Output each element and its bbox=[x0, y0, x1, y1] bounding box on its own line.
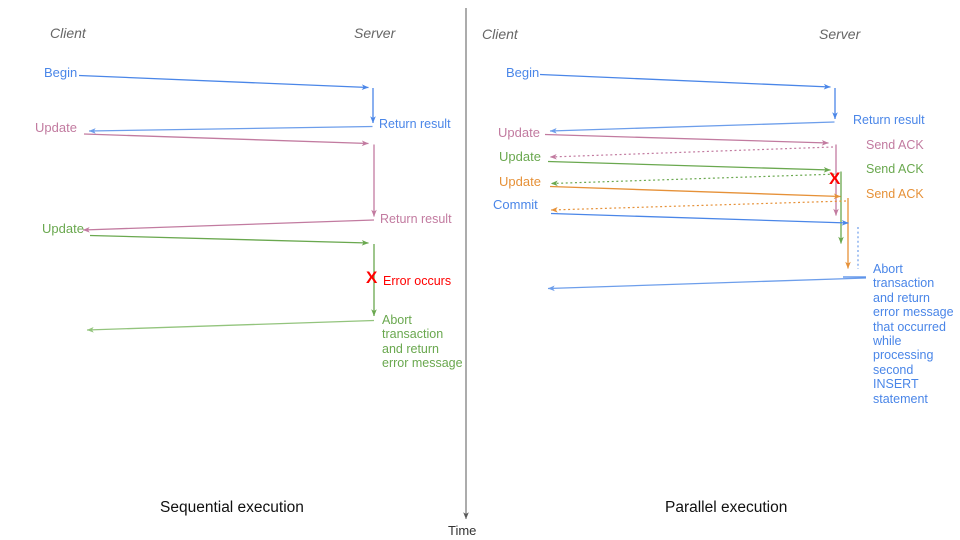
par-begin-request-line bbox=[539, 73, 831, 90]
seq-update-1-request-line bbox=[83, 133, 369, 147]
par-abort-return-line bbox=[547, 277, 867, 292]
par-ack-2-line bbox=[550, 173, 840, 187]
seq-return-result-1-line bbox=[88, 125, 373, 134]
seq-title: Sequential execution bbox=[160, 499, 304, 516]
par-error-x-icon: X bbox=[829, 169, 841, 188]
par-update-3-request-line bbox=[549, 185, 841, 200]
par-ack-1-line bbox=[549, 146, 834, 160]
par-send-ack-2-label: Send ACK bbox=[866, 162, 924, 176]
par-title: Parallel execution bbox=[665, 499, 788, 516]
seq-return-result-2-label: Return result bbox=[380, 212, 452, 226]
seq-return-result-2-line bbox=[82, 219, 375, 233]
seq-begin-label: Begin bbox=[44, 65, 78, 80]
par-abort-message: Abort transaction and return error messa… bbox=[873, 262, 954, 406]
seq-client-header: Client bbox=[50, 25, 86, 41]
par-update-2-label: Update bbox=[499, 149, 541, 164]
seq-update-1-label: Update bbox=[35, 120, 77, 135]
sequential-diagram-lines bbox=[78, 74, 377, 333]
par-return-result-line bbox=[549, 121, 835, 134]
par-begin-label: Begin bbox=[506, 65, 540, 80]
par-send-ack-1-label: Send ACK bbox=[866, 138, 924, 152]
seq-server-header: Server bbox=[354, 25, 396, 41]
par-update-2-request-line bbox=[547, 160, 831, 173]
par-commit-request-line bbox=[550, 212, 849, 226]
seq-update-2-label: Update bbox=[42, 221, 84, 236]
seq-update-2-request-line bbox=[89, 234, 369, 246]
par-send-ack-3-label: Send ACK bbox=[866, 187, 924, 201]
seq-error-occurs-label: Error occurs bbox=[383, 274, 452, 288]
seq-abort-message: Abort transaction and return error messa… bbox=[382, 313, 463, 371]
seq-begin-request-line bbox=[78, 74, 369, 91]
par-return-result-label: Return result bbox=[853, 113, 925, 127]
par-client-header: Client bbox=[482, 26, 518, 42]
seq-abort-return-line bbox=[86, 319, 375, 333]
par-update-1-request-line bbox=[544, 133, 829, 146]
par-update-3-label: Update bbox=[499, 174, 541, 189]
seq-return-result-1-label: Return result bbox=[379, 117, 451, 131]
par-commit-label: Commit bbox=[493, 197, 538, 212]
parallel-diagram-lines bbox=[539, 73, 867, 292]
time-axis-label: Time bbox=[448, 523, 477, 538]
par-update-1-label: Update bbox=[498, 125, 540, 140]
seq-error-x-icon: X bbox=[366, 268, 378, 287]
par-ack-3-line bbox=[550, 200, 847, 213]
par-server-header: Server bbox=[819, 26, 861, 42]
